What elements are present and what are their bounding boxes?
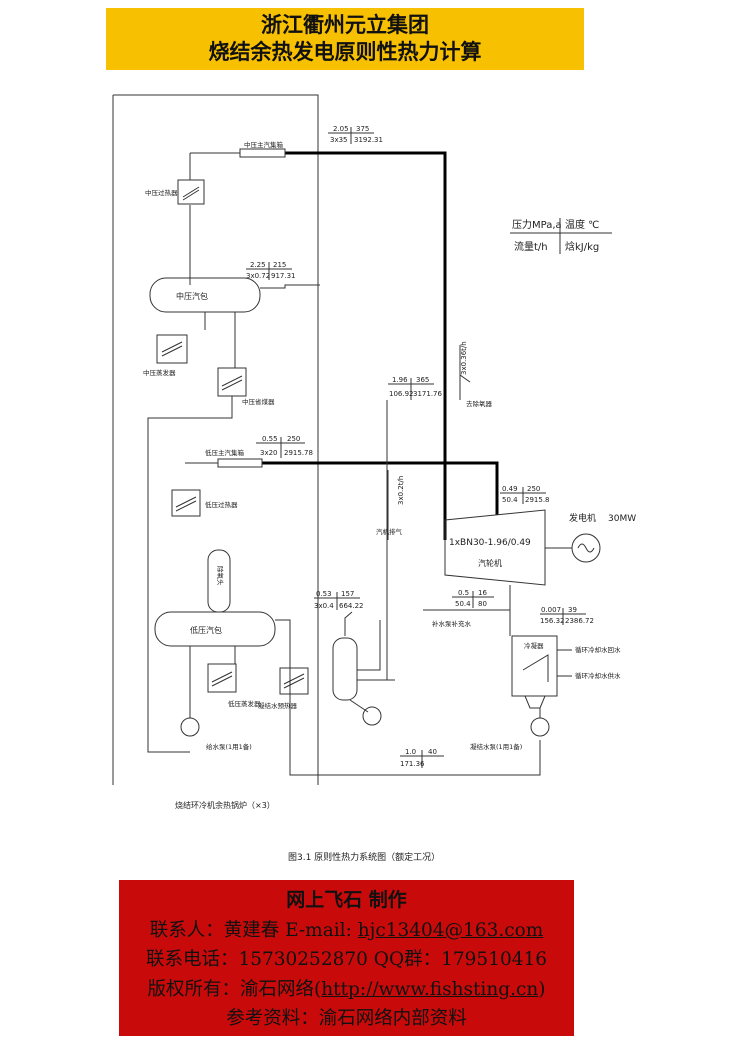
condensate-pressure: 1.0 (405, 748, 416, 756)
label-mp-evaporator: 中压蒸发器 (143, 368, 176, 377)
label-lp-drum: 低压汽包 (190, 625, 222, 635)
credit-website-link[interactable]: http://www.fishsting.cn (321, 978, 539, 1000)
diagram-svg: 压力MPa,a 温度 ℃ 流量t/h 焓kJ/kg 2.05 375 3x35 … (112, 94, 636, 863)
credit-email-link[interactable]: hjc13404@163.com (357, 919, 544, 941)
mp-drum-pressure: 2.25 (250, 261, 266, 269)
label-cw-out: 循环冷却水回水 (575, 645, 621, 654)
lp-admission-enthalpy: 2915.8 (525, 496, 550, 504)
credit-copyright-prefix: 版权所有：渝石网络( (147, 978, 322, 1000)
label-mp-drum: 中压汽包 (176, 291, 208, 301)
lp-header-box (217, 458, 263, 468)
label-turbine-model: 1xBN30-1.96/0.49 (449, 538, 531, 548)
credit-maker: 网上飞石 制作 (286, 889, 407, 911)
mp-superheater-main-box (239, 148, 286, 158)
credits-panel: 网上飞石 制作 联系人：黄建春 E-mail: hjc13404@163.com… (119, 880, 574, 1036)
label-generator: 发电机 (569, 512, 596, 524)
mp-drum-flow: 3x0.72 (246, 272, 270, 280)
condensate-temperature: 40 (428, 748, 437, 756)
lp-superheater-box (171, 489, 201, 517)
mp-main-enthalpy: 3192.31 (354, 136, 383, 144)
credit-contact: 联系人：黄建春 E-mail: hjc13404@163.com (119, 916, 574, 946)
lp-main-flow: 3x20 (260, 449, 278, 457)
mp-main-flow: 3x35 (330, 136, 348, 144)
legend-flow: 流量t/h (514, 240, 548, 253)
mp-drum-enthalpy: 917.31 (271, 272, 296, 280)
credit-reference: 参考资料：渝石网络内部资料 (226, 1008, 467, 1029)
title-subject: 烧结余热发电原则性热力计算 (208, 40, 482, 64)
lp-admission-flow: 50.4 (502, 496, 518, 504)
legend-pressure: 压力MPa,a (512, 218, 562, 231)
diagram-caption: 图3.1 原则性热力系统图（额定工况） (288, 851, 440, 863)
turbine-shape (444, 509, 546, 586)
tap-lp-flow: 3x0.2t/h (397, 476, 405, 505)
exhaust-enthalpy: 80 (478, 600, 487, 608)
lp-drum-flow: 3x0.4 (314, 602, 334, 610)
generator-shape (571, 533, 601, 563)
lp-drum-enthalpy: 664.22 (339, 602, 364, 610)
condenser-temperature: 39 (568, 606, 577, 614)
label-turbine: 汽轮机 (478, 558, 502, 568)
lp-drum-pressure: 0.53 (316, 590, 332, 598)
mp-superheater-box (177, 179, 205, 205)
label-generator-power: 30MW (608, 514, 636, 524)
lp-main-enthalpy: 2915.78 (284, 449, 313, 457)
label-lp-header: 低压主汽集箱 (205, 448, 245, 457)
label-cw-in: 循环冷却水供水 (575, 671, 621, 680)
lp-drum-temperature: 157 (341, 590, 354, 598)
lp-preheater-box (279, 667, 309, 695)
credit-copyright-suffix: ) (538, 978, 546, 1000)
condenser-flow: 156.32 (540, 617, 565, 625)
title-banner: 浙江衢州元立集团 烧结余热发电原则性热力计算 (106, 8, 584, 70)
lp-main-temperature: 250 (287, 435, 300, 443)
mp-economizer-box (217, 367, 247, 397)
exhaust-temperature: 16 (478, 589, 487, 597)
lp-admission-temperature: 250 (527, 485, 540, 493)
label-condenser: 冷凝器 (524, 641, 544, 650)
label-mp-superheater-main: 中压主汽集箱 (244, 140, 284, 149)
label-makeup: 补水泵补充水 (432, 619, 472, 628)
lp-evaporator-box (207, 663, 237, 693)
label-deaerator-steam: 汽机排气 (376, 527, 403, 536)
label-condensate-pump: 凝结水泵(1用1备) (470, 742, 522, 751)
deaerator-shape (332, 637, 358, 701)
credit-copyright: 版权所有：渝石网络(http://www.fishsting.cn) (119, 975, 574, 1005)
legend-temperature: 温度 ℃ (565, 218, 599, 231)
condensate-pump-shape (530, 717, 550, 737)
feed-pump-shape (180, 717, 200, 737)
condensate-enthalpy: 171.36 (400, 760, 425, 768)
credit-contact-prefix: 联系人：黄建春 E-mail: (149, 919, 358, 941)
label-lp-preheater: 凝结水预热器 (258, 701, 298, 710)
label-feed-pump: 给水泵(1用1备) (206, 742, 252, 751)
lp-admission-pressure: 0.49 (502, 485, 518, 493)
turbine-inlet-enthalpy: 3171.76 (413, 390, 442, 398)
mp-evaporator-box (156, 334, 188, 364)
label-deaerator-head: 除氧头 (216, 566, 225, 586)
tap-mp-flow: 3x0.36t/h (460, 341, 468, 375)
label-boiler: 烧结环冷机余热锅炉（×3） (175, 800, 275, 810)
label-mp-economizer: 中压省煤器 (242, 397, 275, 406)
lp-main-steam-pipe (262, 461, 499, 515)
label-mp-superheater: 中压过热器 (145, 188, 178, 197)
mp-main-pressure: 2.05 (333, 125, 349, 133)
boiler-boundary (112, 94, 319, 785)
legend-enthalpy: 焓kJ/kg (565, 240, 599, 253)
exhaust-pressure: 0.5 (458, 589, 469, 597)
label-lp-superheater: 低压过热器 (205, 500, 238, 509)
label-lp-evaporator: 低压蒸发器 (228, 699, 261, 708)
mp-drum-temperature: 215 (273, 261, 286, 269)
mp-main-steam-pipe (285, 151, 447, 540)
lp-main-pressure: 0.55 (262, 435, 278, 443)
title-company: 浙江衢州元立集团 (261, 13, 429, 37)
turbine-inlet-temperature: 365 (416, 376, 429, 384)
exhaust-flow: 50.4 (455, 600, 471, 608)
credit-phone: 联系电话：15730252870 QQ群：179510416 (145, 949, 548, 970)
label-steam-to-deaerator: 去除氧器 (466, 399, 493, 408)
condenser-pressure: 0.007 (541, 606, 561, 614)
thermal-system-diagram: 压力MPa,a 温度 ℃ 流量t/h 焓kJ/kg 2.05 375 3x35 … (112, 94, 636, 863)
turbine-inlet-flow: 106.92 (389, 390, 414, 398)
condenser-enthalpy: 2386.72 (565, 617, 594, 625)
turbine-inlet-pressure: 1.96 (392, 376, 408, 384)
mp-main-temperature: 375 (356, 125, 369, 133)
